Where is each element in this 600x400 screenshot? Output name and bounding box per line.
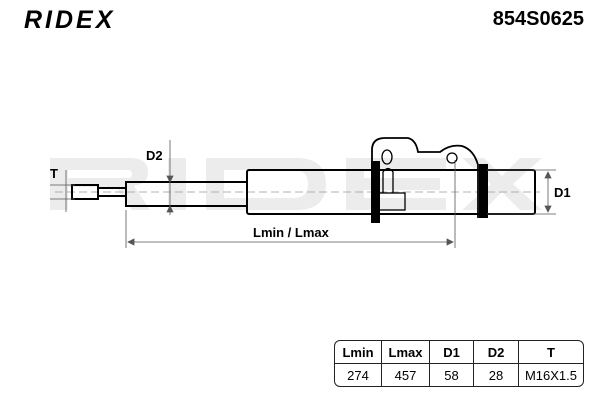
dimension-lines (50, 140, 556, 248)
d1-label: D1 (554, 185, 571, 200)
brand-logo: RIDEX (24, 6, 116, 34)
header-d1: D1 (430, 341, 474, 364)
t-label: T (50, 166, 58, 181)
value-d2: 28 (474, 364, 519, 386)
header-t: T (519, 341, 583, 364)
part-number: 854S0625 (492, 8, 584, 30)
shock-absorber (71, 137, 536, 223)
value-lmax: 457 (382, 364, 430, 386)
value-lmin: 274 (335, 364, 382, 386)
header-lmin: Lmin (335, 341, 382, 364)
table-header-row: Lmin Lmax D1 D2 T (335, 341, 583, 364)
d2-label: D2 (146, 148, 163, 163)
value-d1: 58 (430, 364, 474, 386)
table-row: 274 457 58 28 M16X1.5 (335, 364, 583, 386)
length-label: Lmin / Lmax (253, 225, 330, 240)
watermark-logo (50, 158, 542, 210)
header-lmax: Lmax (382, 341, 430, 364)
header-d2: D2 (474, 341, 519, 364)
spec-table: Lmin Lmax D1 D2 T 274 457 58 28 M16X1.5 (334, 340, 584, 387)
value-t: M16X1.5 (524, 367, 578, 383)
